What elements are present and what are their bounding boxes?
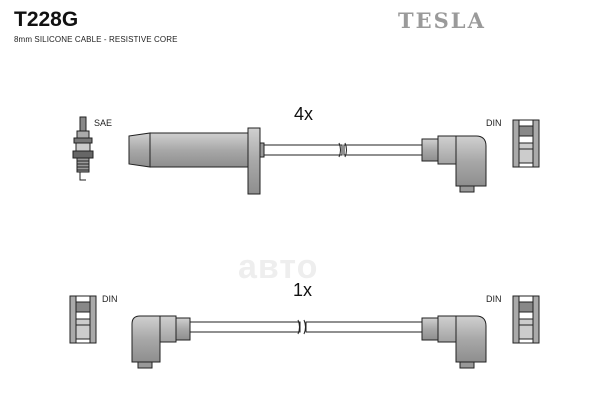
end-label-din-top: DIN — [486, 118, 502, 128]
spark-plug-icon — [72, 116, 94, 181]
quantity-label-set-2: 1x — [293, 280, 313, 300]
din-terminal-icon-bottom-left — [69, 295, 97, 344]
end-label-sae: SAE — [94, 118, 113, 128]
quantity-label-set-1: 4x — [294, 104, 314, 124]
cable-assembly-4x — [72, 116, 540, 195]
din-terminal-icon-bottom-right — [512, 295, 540, 344]
cable-assembly-1x — [69, 295, 540, 369]
watermark: авто — [238, 248, 319, 286]
cable-wire-top — [263, 142, 423, 158]
sae-straight-boot — [128, 127, 265, 195]
din-terminal-icon-top — [512, 119, 540, 168]
din-angle-boot-bottom-left — [131, 315, 191, 369]
part-number: T228G — [14, 8, 79, 31]
din-angle-boot-top-right — [421, 135, 487, 193]
din-angle-boot-bottom-right — [421, 315, 487, 369]
brand-logo: TESLA — [398, 8, 486, 33]
end-label-din-bottom-right: DIN — [486, 294, 502, 304]
cable-wire-bottom — [189, 319, 423, 335]
cable-spec: 8mm SILICONE CABLE - RESISTIVE CORE — [14, 35, 178, 44]
end-label-din-bottom-left: DIN — [102, 294, 118, 304]
